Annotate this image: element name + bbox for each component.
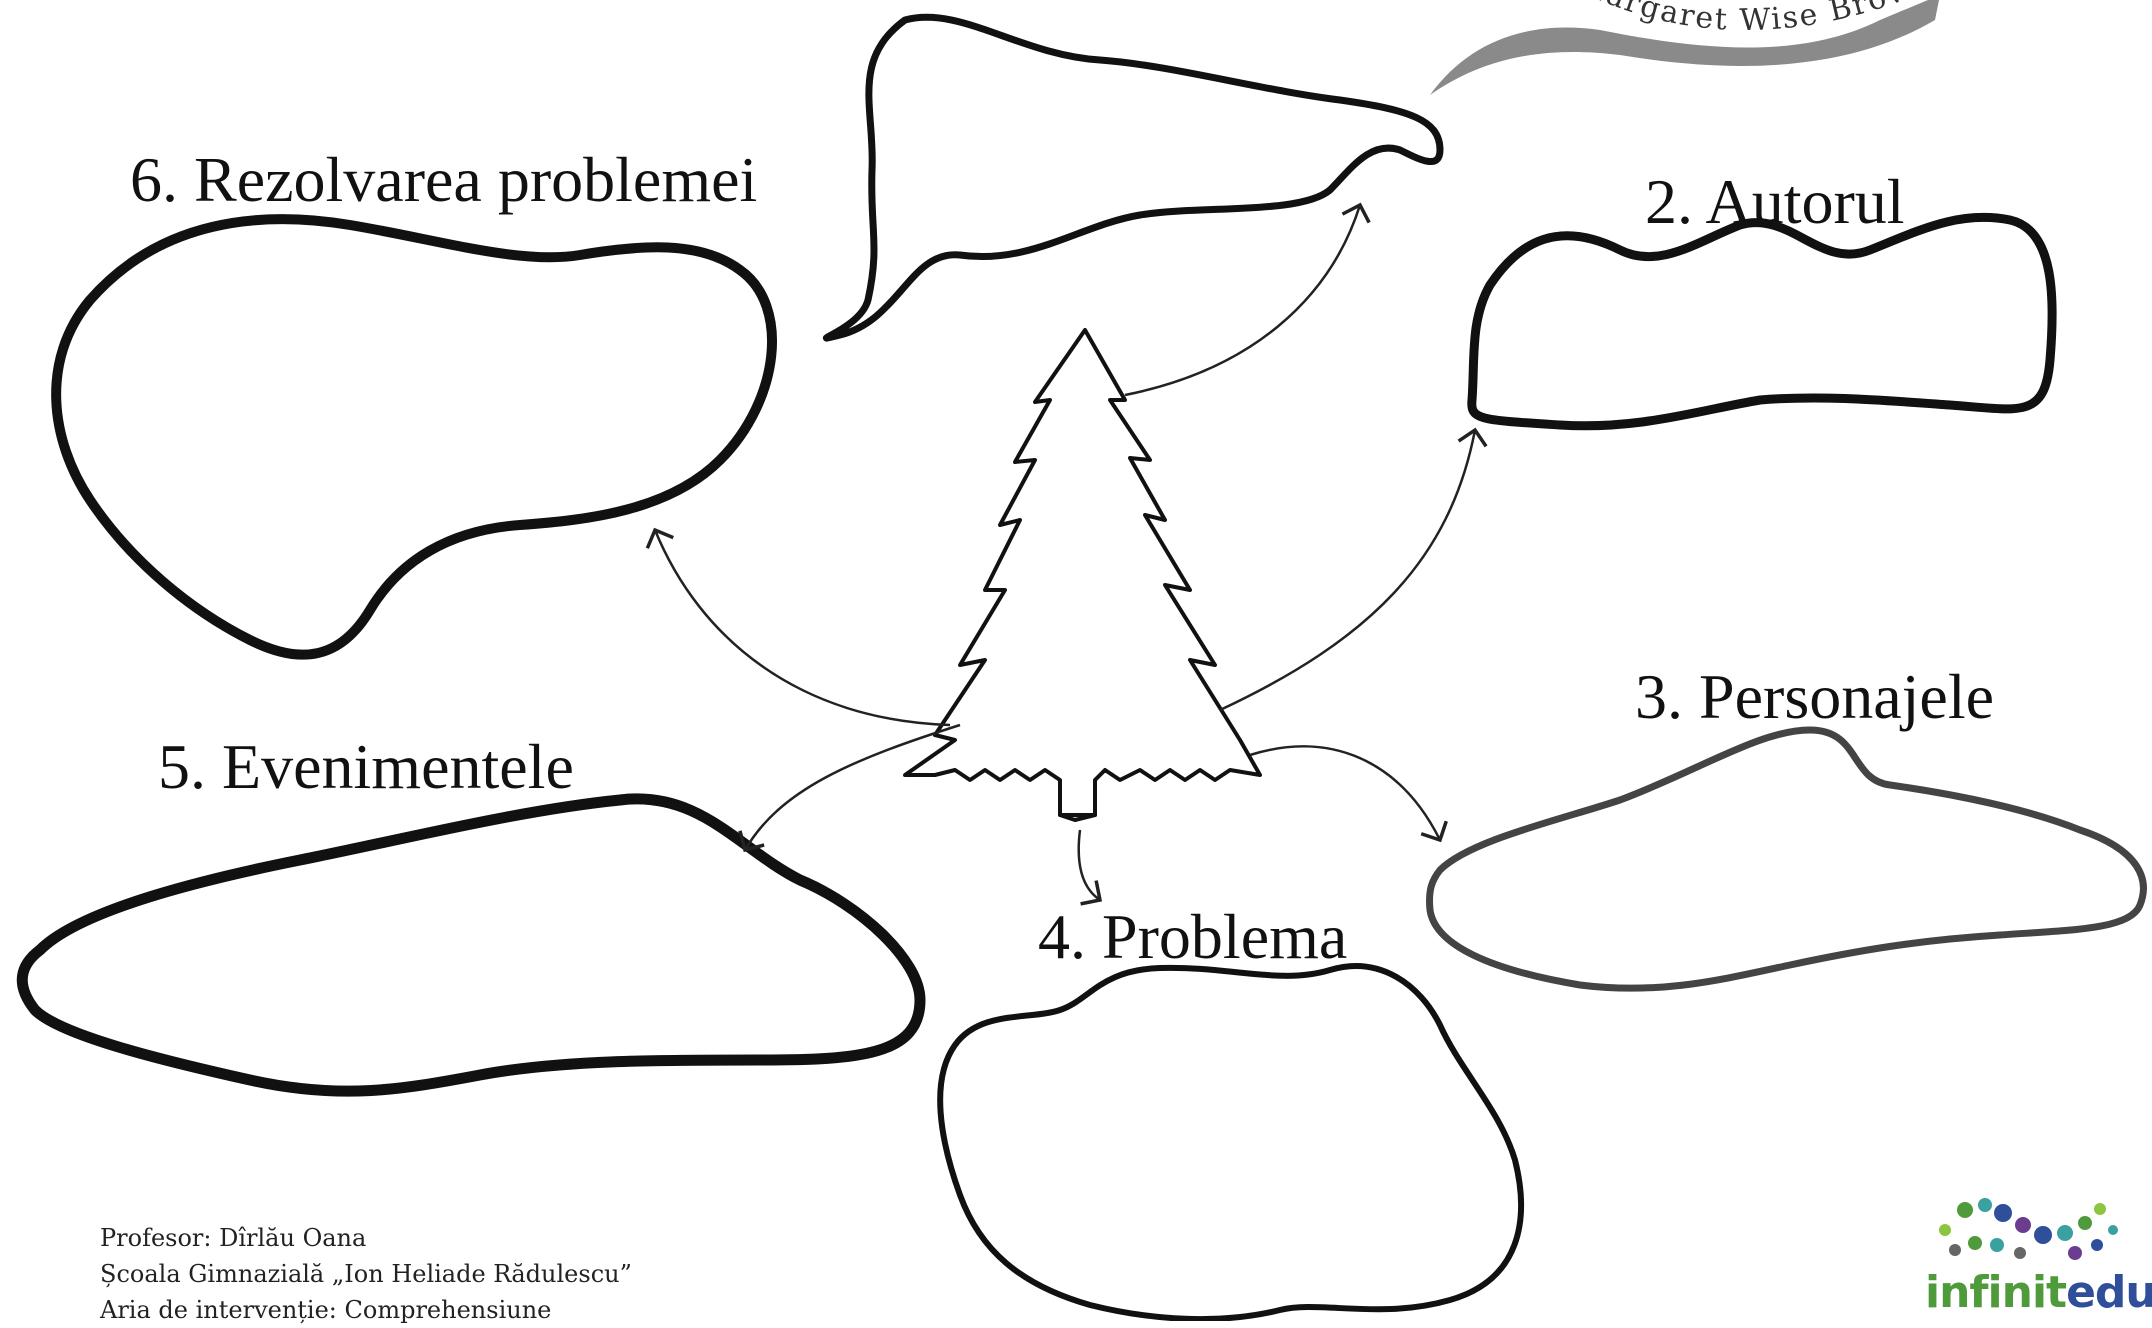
footer-area: Aria de intervenție: Comprehensiune xyxy=(100,1296,552,1324)
arrow-to-characters xyxy=(1249,745,1448,843)
label-author: 2. Autorul xyxy=(1645,166,1905,237)
characters-box[interactable] xyxy=(1426,726,2147,992)
arrow-to-events xyxy=(738,723,961,853)
connector-arrows xyxy=(645,202,1488,906)
title-banner: de Margaret Wise Brown xyxy=(1430,0,1939,95)
infinitedu-logo: infinitedu xyxy=(1925,1195,2152,1315)
logo-wordmark: infinitedu xyxy=(1925,1271,2152,1315)
footer-teacher: Profesor: Dîrlău Oana xyxy=(100,1224,367,1252)
problem-box[interactable] xyxy=(937,963,1524,1321)
label-resolution: 6. Rezolvarea problemei xyxy=(130,144,758,215)
fir-tree-illustration xyxy=(903,328,1262,822)
resolution-box[interactable] xyxy=(51,214,778,660)
arrow-to-resolution xyxy=(645,527,951,727)
label-events: 5. Evenimentele xyxy=(158,731,574,802)
label-problem: 4. Problema xyxy=(1038,901,1348,972)
logo-prefix: infinit xyxy=(1925,1267,2067,1318)
logo-dots-icon xyxy=(1939,1198,2118,1260)
title-box[interactable] xyxy=(822,13,1444,342)
banner-ribbon xyxy=(1430,0,1939,95)
footer-school: Școala Gimnazială „Ion Heliade Rădulescu… xyxy=(100,1260,632,1288)
arrow-to-problem xyxy=(1077,829,1103,906)
author-box[interactable] xyxy=(1467,212,2057,431)
arrow-to-title xyxy=(1124,202,1371,397)
arrow-to-author xyxy=(1219,427,1488,712)
events-box[interactable] xyxy=(16,793,926,1097)
footer-credits: Profesor: Dîrlău Oana Școala Gimnazială … xyxy=(100,1220,632,1328)
label-characters: 3. Personajele xyxy=(1635,661,1994,732)
logo-suffix: edu xyxy=(2066,1267,2152,1318)
